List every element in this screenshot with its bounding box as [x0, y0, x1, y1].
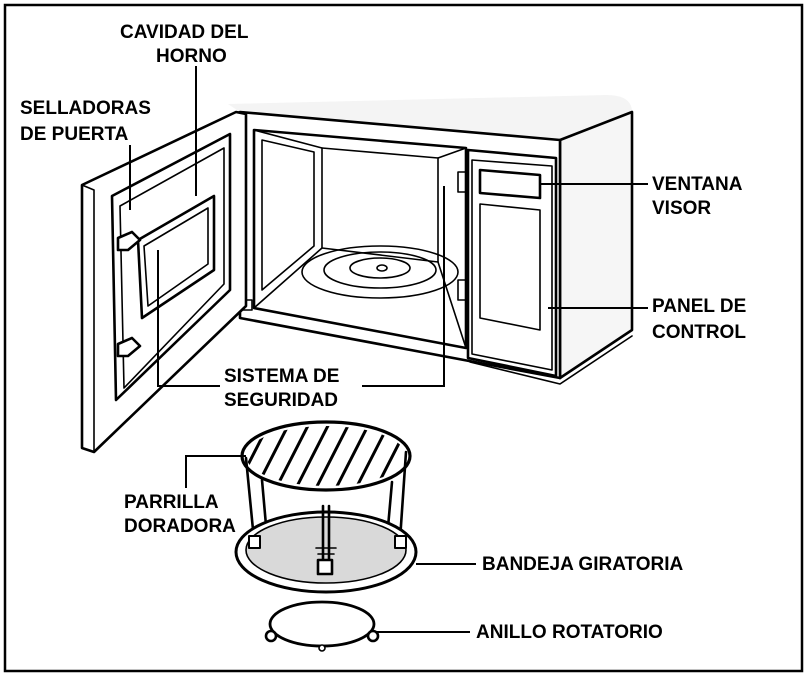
label-ventana-line1: VENTANA — [652, 174, 743, 195]
oven-right-side — [558, 110, 634, 380]
viewing-window — [478, 168, 542, 200]
label-cavidad-line2: HORNO — [156, 46, 227, 67]
control-panel-buttons-area — [479, 203, 541, 331]
label-parrilla-line2: DORADORA — [124, 516, 236, 537]
label-selladoras-line2: DE PUERTA — [20, 124, 129, 145]
rotating-ring-illustration — [264, 600, 380, 652]
label-cavidad-line1: CAVIDAD DEL — [120, 22, 249, 43]
label-sistema-line1: SISTEMA DE — [224, 366, 339, 387]
oven-bottom-edge — [469, 335, 633, 385]
labels: CAVIDAD DEL HORNO SELLADORAS DE PUERTA V… — [20, 22, 746, 643]
turntable-coupler — [316, 558, 334, 576]
turntable-tray-illustration — [234, 504, 418, 594]
label-selladoras-line1: SELLADORAS — [20, 98, 151, 119]
oven-cavity-opening — [252, 128, 468, 350]
ring-roller-left — [264, 629, 278, 643]
label-bandeja: BANDEJA GIRATORIA — [482, 554, 684, 575]
door-window — [136, 194, 216, 320]
microwave-oven-illustration — [228, 95, 634, 385]
leader-parrilla — [185, 455, 246, 488]
oven-door — [80, 110, 248, 454]
leader-sistema-right — [362, 186, 445, 387]
ring-roller-right — [366, 629, 380, 643]
door-latch-upper — [116, 230, 142, 252]
leader-sistema-left — [157, 250, 220, 387]
label-parrilla-line1: PARRILLA — [124, 492, 219, 513]
label-anillo: ANILLO ROTATORIO — [476, 622, 663, 643]
door-seal-frame — [110, 132, 232, 402]
oven-top-face — [228, 95, 632, 140]
label-panel-line2: CONTROL — [652, 322, 746, 343]
leader-lines — [129, 66, 648, 633]
label-ventana-line2: VISOR — [652, 198, 711, 219]
inner-turntable-outer — [301, 245, 459, 299]
label-panel-line1: PANEL DE — [652, 296, 746, 317]
label-sistema-line2: SEGURIDAD — [224, 390, 338, 411]
door-latch-lower — [116, 336, 142, 358]
